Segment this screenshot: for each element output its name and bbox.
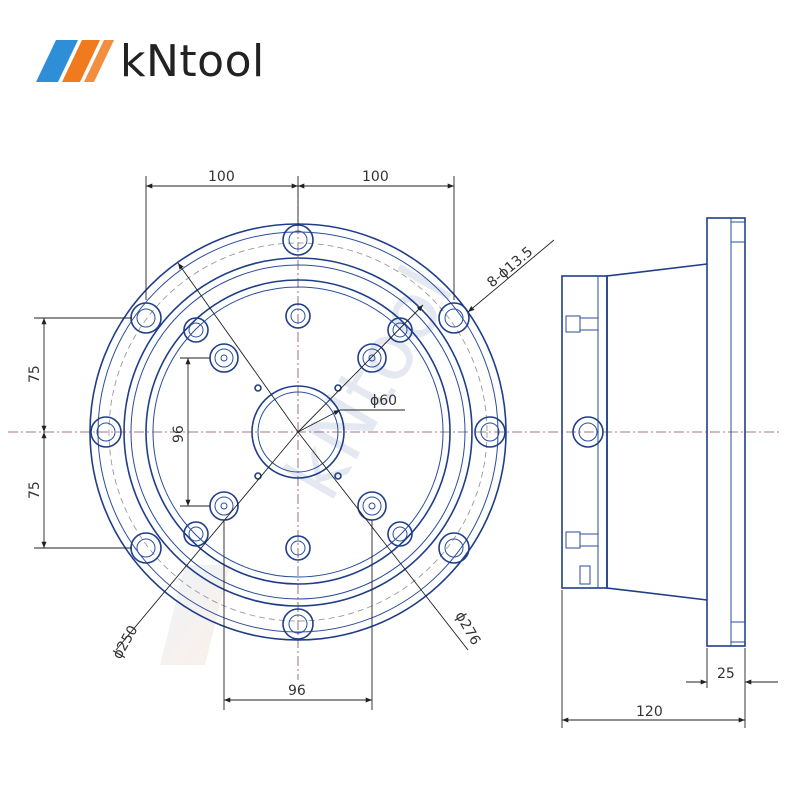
center-lines (8, 188, 782, 680)
dim-inner-vertical: 96 (171, 425, 187, 443)
dim-height-bottom: 75 (27, 481, 43, 499)
dim-side-total: 120 (636, 704, 663, 720)
dim-bolt-holes: 8-ϕ13.5 (484, 244, 536, 291)
dim-width-right: 100 (362, 169, 389, 185)
dim-side-flange: 25 (717, 666, 735, 682)
brand-logo-text: kNtool (120, 36, 265, 87)
front-view (89, 223, 507, 641)
logo-mark (36, 40, 114, 82)
dimension-lines (34, 176, 555, 710)
side-dimension-lines (561, 590, 778, 728)
dim-width-left: 100 (208, 169, 235, 185)
dim-pitch-250: ϕ250 (110, 623, 142, 662)
watermark-shape (160, 565, 230, 665)
dim-center-hole: ϕ60 (370, 393, 397, 409)
dim-height-top: 75 (27, 365, 43, 383)
dim-outer-276: ϕ276 (452, 609, 484, 648)
dim-bottom-horizontal: 96 (288, 683, 306, 699)
side-view (561, 217, 746, 647)
